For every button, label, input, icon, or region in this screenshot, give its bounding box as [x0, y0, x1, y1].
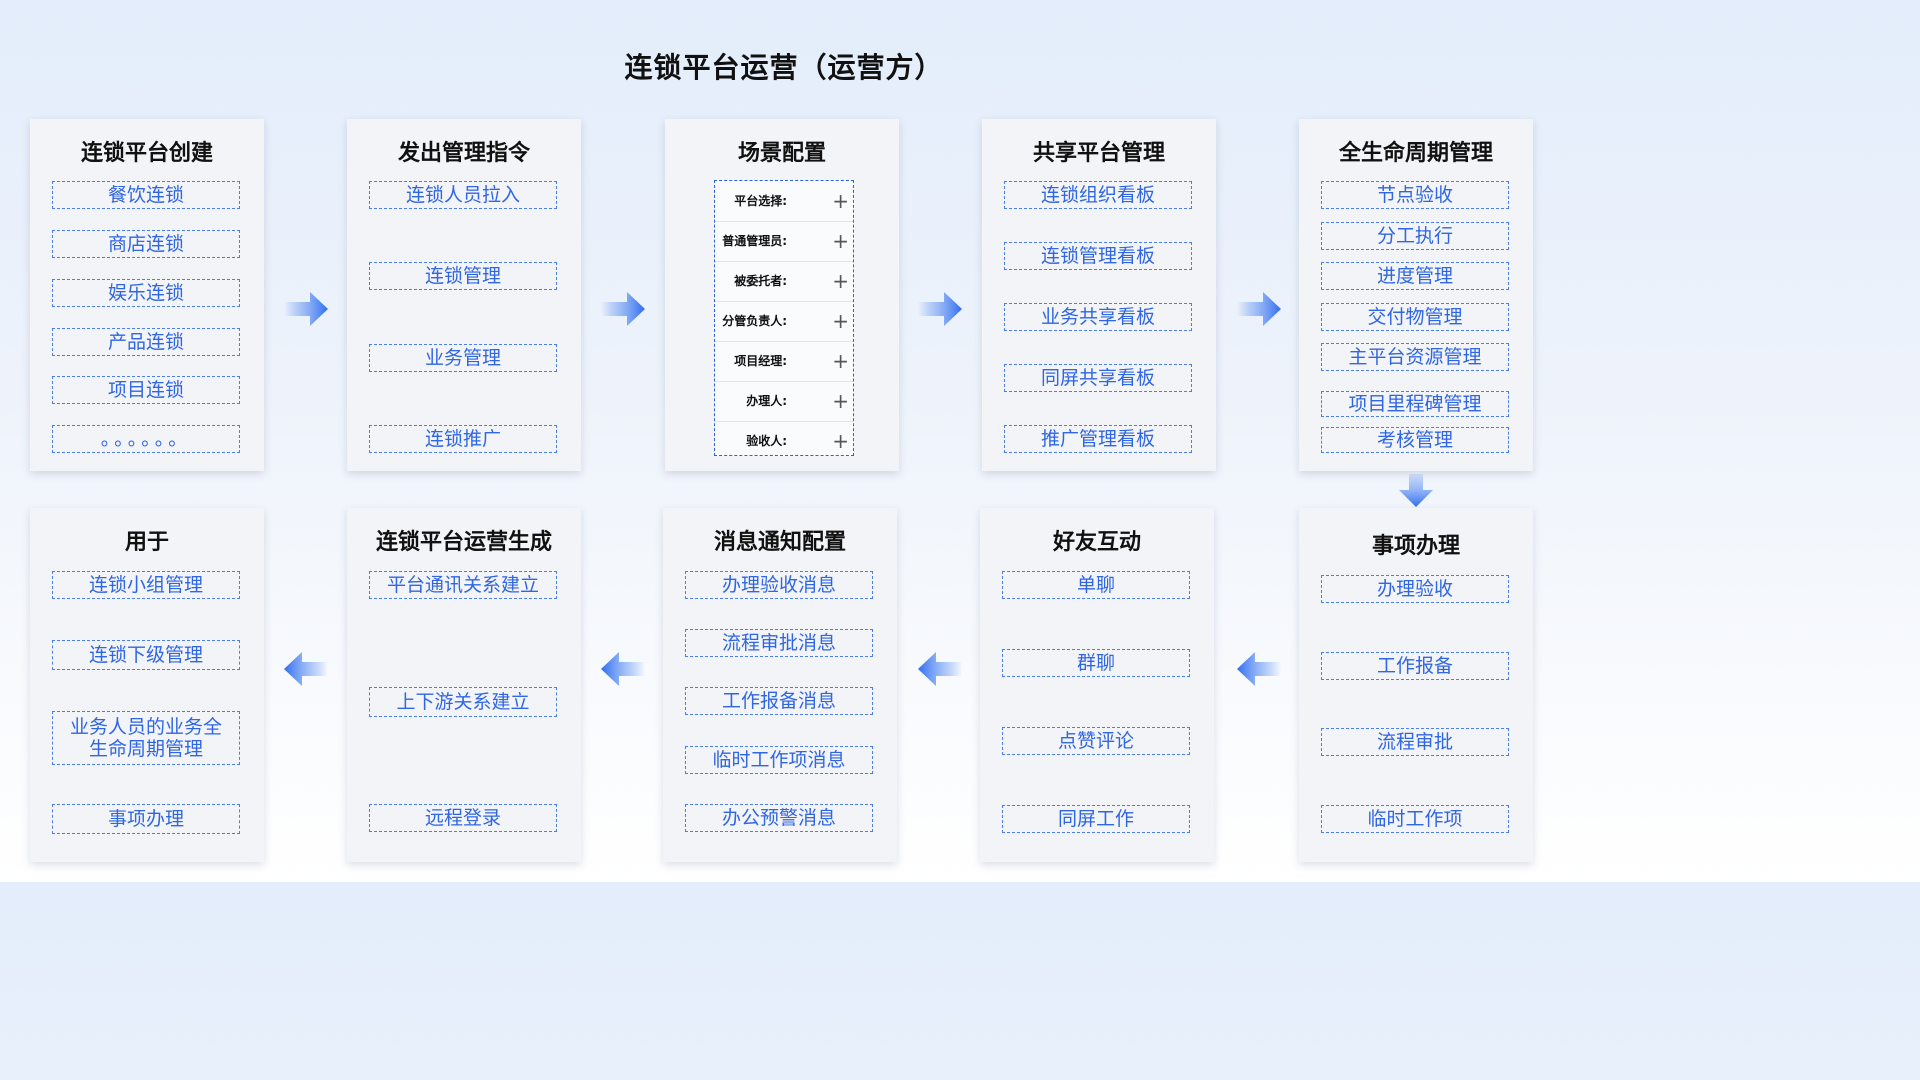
- card-title: 事项办理: [1371, 534, 1460, 559]
- page-title: 连锁平台运营（运营方）: [624, 51, 944, 84]
- arrow-left-icon: [1237, 652, 1281, 686]
- item-screen-share-board[interactable]: 同屏共享看板: [1004, 364, 1192, 392]
- scene-row-admin: 普通管理员: +: [715, 221, 853, 262]
- card-title: 好友互动: [1052, 530, 1141, 555]
- item-temporary-work-message[interactable]: 临时工作项消息: [685, 746, 873, 774]
- item-upstream-downstream[interactable]: 上下游关系建立: [369, 687, 557, 717]
- item-like-comment[interactable]: 点赞评论: [1002, 727, 1190, 755]
- card-full-lifecycle-management: 全生命周期管理 节点验收 分工执行 进度管理 交付物管理 主平台资源管理 项目里…: [1299, 119, 1533, 471]
- scene-row-supervisor: 分管负责人: +: [715, 301, 853, 342]
- item-progress-management[interactable]: 进度管理: [1321, 262, 1509, 290]
- card-title: 场景配置: [737, 141, 826, 166]
- item-promotion-board[interactable]: 推广管理看板: [1004, 425, 1192, 453]
- item-approval-message[interactable]: 流程审批消息: [685, 629, 873, 657]
- plus-icon[interactable]: +: [832, 189, 849, 213]
- item-milestone-management[interactable]: 项目里程碑管理: [1321, 391, 1509, 417]
- item-deliverable-management[interactable]: 交付物管理: [1321, 303, 1509, 331]
- item-management-board[interactable]: 连锁管理看板: [1004, 242, 1192, 270]
- arrow-right-icon: [284, 292, 328, 326]
- scene-label: 项目经理:: [734, 354, 787, 368]
- scene-row-delegate: 被委托者: +: [715, 261, 853, 302]
- item-chain-staff-invite[interactable]: 连锁人员拉入: [369, 181, 557, 209]
- item-business-management[interactable]: 业务管理: [369, 344, 557, 372]
- plus-icon[interactable]: +: [832, 309, 849, 333]
- card-title: 消息通知配置: [713, 530, 846, 555]
- item-process-approval[interactable]: 流程审批: [1321, 728, 1509, 756]
- item-assessment-management[interactable]: 考核管理: [1321, 427, 1509, 453]
- card-chain-platform-create: 连锁平台创建 餐饮连锁 商店连锁 娱乐连锁 产品连锁 项目连锁 。。。。。。: [30, 119, 264, 471]
- scene-row-project-manager: 项目经理: +: [715, 341, 853, 382]
- item-node-acceptance[interactable]: 节点验收: [1321, 181, 1509, 209]
- card-title: 共享平台管理: [1032, 141, 1165, 166]
- plus-icon[interactable]: +: [832, 389, 849, 413]
- item-store-chain[interactable]: 商店连锁: [52, 230, 240, 258]
- item-product-chain[interactable]: 产品连锁: [52, 328, 240, 356]
- arrow-left-icon: [918, 652, 962, 686]
- item-temporary-work[interactable]: 临时工作项: [1321, 805, 1509, 833]
- card-chain-operation-generation: 连锁平台运营生成 平台通讯关系建立 上下游关系建立 远程登录: [347, 508, 581, 862]
- item-business-lifecycle[interactable]: 业务人员的业务全生命周期管理: [52, 711, 240, 765]
- arrow-left-icon: [601, 652, 645, 686]
- card-matters-handling: 事项办理 办理验收 工作报备 流程审批 临时工作项: [1299, 508, 1533, 862]
- scene-row-acceptor: 验收人: +: [715, 421, 853, 455]
- item-org-board[interactable]: 连锁组织看板: [1004, 181, 1192, 209]
- scene-config-form: 平台选择: + 普通管理员: + 被委托者: + 分管负责人: + 项目经理: …: [714, 180, 854, 456]
- item-report-message[interactable]: 工作报备消息: [685, 687, 873, 715]
- scene-label: 办理人:: [746, 394, 787, 408]
- item-private-chat[interactable]: 单聊: [1002, 571, 1190, 599]
- scene-label: 被委托者:: [734, 274, 787, 288]
- scene-label: 验收人:: [746, 434, 787, 448]
- item-warning-message[interactable]: 办公预警消息: [685, 804, 873, 832]
- scene-row-handler: 办理人: +: [715, 381, 853, 422]
- scene-row-platform: 平台选择: +: [715, 181, 853, 222]
- item-chain-promotion[interactable]: 连锁推广: [369, 425, 557, 453]
- card-title: 用于: [124, 530, 169, 555]
- card-friend-interaction: 好友互动 单聊 群聊 点赞评论 同屏工作: [980, 508, 1214, 862]
- plus-icon[interactable]: +: [832, 429, 849, 453]
- item-group-chat[interactable]: 群聊: [1002, 649, 1190, 677]
- item-catering-chain[interactable]: 餐饮连锁: [52, 181, 240, 209]
- card-used-for: 用于 连锁小组管理 连锁下级管理 业务人员的业务全生命周期管理 事项办理: [30, 508, 264, 862]
- item-chain-management[interactable]: 连锁管理: [369, 262, 557, 290]
- item-business-share-board[interactable]: 业务共享看板: [1004, 303, 1192, 331]
- item-resource-management[interactable]: 主平台资源管理: [1321, 343, 1509, 371]
- arrow-down-icon: [1399, 474, 1433, 507]
- plus-icon[interactable]: +: [832, 269, 849, 293]
- item-entertainment-chain[interactable]: 娱乐连锁: [52, 279, 240, 307]
- card-message-notification-config: 消息通知配置 办理验收消息 流程审批消息 工作报备消息 临时工作项消息 办公预警…: [663, 508, 897, 862]
- item-screen-work[interactable]: 同屏工作: [1002, 805, 1190, 833]
- card-title: 全生命周期管理: [1338, 141, 1493, 166]
- card-scene-config: 场景配置 平台选择: + 普通管理员: + 被委托者: + 分管负责人: + 项…: [665, 119, 899, 471]
- arrow-left-icon: [284, 652, 328, 686]
- item-project-chain[interactable]: 项目连锁: [52, 376, 240, 404]
- card-title: 连锁平台创建: [80, 141, 213, 166]
- item-communication-setup[interactable]: 平台通讯关系建立: [369, 571, 557, 599]
- arrow-right-icon: [1237, 292, 1281, 326]
- arrow-right-icon: [601, 292, 645, 326]
- plus-icon[interactable]: +: [832, 349, 849, 373]
- scene-label: 普通管理员:: [722, 234, 787, 248]
- item-work-report[interactable]: 工作报备: [1321, 652, 1509, 680]
- plus-icon[interactable]: +: [832, 229, 849, 253]
- item-group-management[interactable]: 连锁小组管理: [52, 571, 240, 599]
- item-acceptance-message[interactable]: 办理验收消息: [685, 571, 873, 599]
- scene-label: 平台选择:: [734, 194, 787, 208]
- scene-label: 分管负责人:: [722, 314, 787, 328]
- card-shared-platform-management: 共享平台管理 连锁组织看板 连锁管理看板 业务共享看板 同屏共享看板 推广管理看…: [982, 119, 1216, 471]
- item-subordinate-management[interactable]: 连锁下级管理: [52, 640, 240, 670]
- item-division-execution[interactable]: 分工执行: [1321, 222, 1509, 250]
- item-handle-acceptance[interactable]: 办理验收: [1321, 575, 1509, 603]
- arrow-right-icon: [918, 292, 962, 326]
- item-more[interactable]: 。。。。。。: [52, 425, 240, 453]
- card-issue-management-command: 发出管理指令 连锁人员拉入 连锁管理 业务管理 连锁推广: [347, 119, 581, 471]
- card-title: 连锁平台运营生成: [375, 530, 552, 555]
- card-title: 发出管理指令: [397, 141, 530, 166]
- item-matters-handling[interactable]: 事项办理: [52, 804, 240, 834]
- item-remote-login[interactable]: 远程登录: [369, 804, 557, 832]
